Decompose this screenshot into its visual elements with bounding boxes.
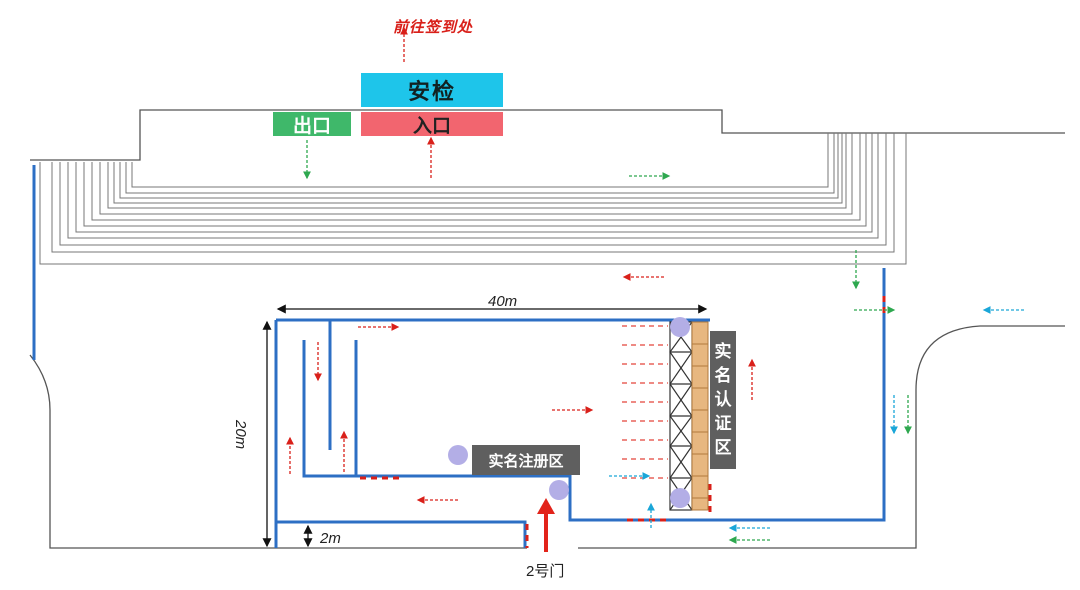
green-flow-arrows xyxy=(303,140,912,544)
width-dimension-label: 40m xyxy=(488,293,518,310)
verification-char: 认 xyxy=(714,390,732,409)
red-flow-arrows xyxy=(286,26,756,504)
verification-char: 名 xyxy=(714,366,732,385)
queue-lines xyxy=(622,325,668,479)
verification-booths xyxy=(691,321,709,511)
road-curbs xyxy=(29,325,1065,549)
security-check-zone: 安检 xyxy=(361,73,503,107)
gap-dimension-label: 2m xyxy=(320,530,341,547)
dimension-lines xyxy=(262,304,708,548)
cyan-flow-arrows xyxy=(609,306,1024,532)
staff-markers xyxy=(448,317,690,508)
verification-char: 证 xyxy=(714,414,732,433)
barrier-lines xyxy=(32,165,886,548)
verification-char: 实 xyxy=(714,342,732,361)
exit-zone: 出口 xyxy=(273,112,351,137)
entrance-zone: 入口 xyxy=(361,112,503,137)
gate-2-label: 2号门 xyxy=(526,563,565,580)
red-dashed-gates xyxy=(360,296,886,548)
verification-char: 区 xyxy=(714,438,732,457)
registration-area: 实名注册区 xyxy=(472,445,580,475)
height-dimension-label: 20m xyxy=(232,420,249,450)
go-to-signin-label: 前往签到处 xyxy=(393,19,474,36)
building-outline xyxy=(30,109,1065,161)
gate-arrow xyxy=(537,498,555,552)
verification-truss xyxy=(669,321,693,511)
stairs xyxy=(39,133,907,265)
verification-area: 实 名 认 证 区 xyxy=(710,331,736,469)
